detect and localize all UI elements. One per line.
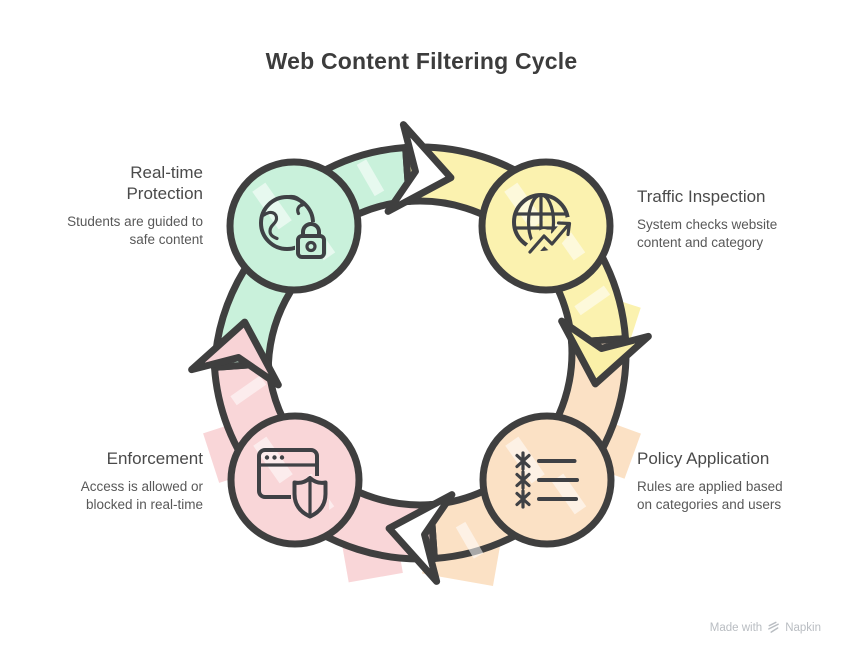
asterisk-stroke bbox=[515, 472, 531, 488]
texture-streak bbox=[551, 473, 587, 515]
globe-lock-icon bbox=[259, 194, 327, 259]
trend-arrow-line bbox=[528, 222, 571, 254]
shield-glyph bbox=[291, 476, 329, 519]
lock-glyph bbox=[295, 222, 327, 259]
band-streaks bbox=[230, 159, 611, 559]
cycle-arrows bbox=[188, 121, 652, 585]
watermark-prefix: Made with bbox=[709, 621, 763, 634]
page-title: Web Content Filtering Cycle bbox=[265, 48, 578, 74]
lock-body bbox=[296, 234, 326, 259]
browser-dot bbox=[264, 455, 270, 460]
circle-traffic-inspection bbox=[478, 158, 614, 294]
browser-window bbox=[257, 448, 319, 499]
node-label-enforcement: Enforcement Access is allowed or blocked… bbox=[38, 448, 203, 513]
texture-streak bbox=[252, 182, 292, 230]
node-description: Students are guided to safe content bbox=[67, 214, 203, 247]
arrow-to-real-time-protection bbox=[188, 318, 282, 389]
list-row bbox=[515, 489, 578, 509]
asterisk-stroke bbox=[515, 453, 531, 469]
texture-streak bbox=[230, 375, 267, 406]
node-description: Access is allowed or blocked in real-tim… bbox=[80, 479, 203, 512]
node-title: Traffic Inspection bbox=[637, 187, 766, 206]
arrow-to-enforcement bbox=[385, 491, 456, 585]
texture-streak bbox=[455, 521, 484, 559]
node-title: Real-time Protection bbox=[126, 163, 203, 203]
continent-shape bbox=[285, 194, 305, 216]
continent-shape bbox=[262, 210, 279, 241]
browser-dot bbox=[279, 455, 285, 460]
node-description: System checks website content and catego… bbox=[637, 217, 778, 250]
list-row bbox=[515, 470, 579, 490]
asterisk-stroke bbox=[515, 491, 531, 507]
watermark-brand: Napkin bbox=[785, 621, 821, 634]
lock-shackle bbox=[301, 222, 321, 238]
texture-streak bbox=[504, 182, 544, 230]
node-title: Policy Application bbox=[637, 449, 770, 468]
shield-outline bbox=[292, 476, 328, 519]
node-label-policy-application: Policy Application Rules are applied bas… bbox=[637, 448, 817, 513]
node-label-real-time-protection: Real-time Protection Students are guided… bbox=[38, 162, 203, 248]
browser-shield-icon bbox=[257, 448, 329, 519]
globe-trend-icon bbox=[512, 193, 576, 259]
arrow-to-traffic-inspection bbox=[384, 121, 455, 215]
list-row bbox=[515, 451, 577, 471]
texture-streak bbox=[356, 159, 385, 197]
texture-streak bbox=[574, 285, 611, 316]
node-title: Enforcement bbox=[106, 449, 203, 468]
node-description: Rules are applied based on categories an… bbox=[637, 479, 783, 512]
watermark: Made with Napkin bbox=[710, 621, 821, 634]
lock-keyhole bbox=[305, 240, 317, 253]
napkin-logo-icon bbox=[768, 621, 780, 633]
policy-list-icon bbox=[515, 451, 579, 509]
arrow-to-policy-application bbox=[558, 317, 652, 388]
node-label-traffic-inspection: Traffic Inspection System checks website… bbox=[637, 186, 817, 251]
trend-arrow-head bbox=[556, 221, 572, 237]
browser-dot bbox=[272, 455, 277, 460]
circle-real-time-protection bbox=[226, 158, 362, 294]
